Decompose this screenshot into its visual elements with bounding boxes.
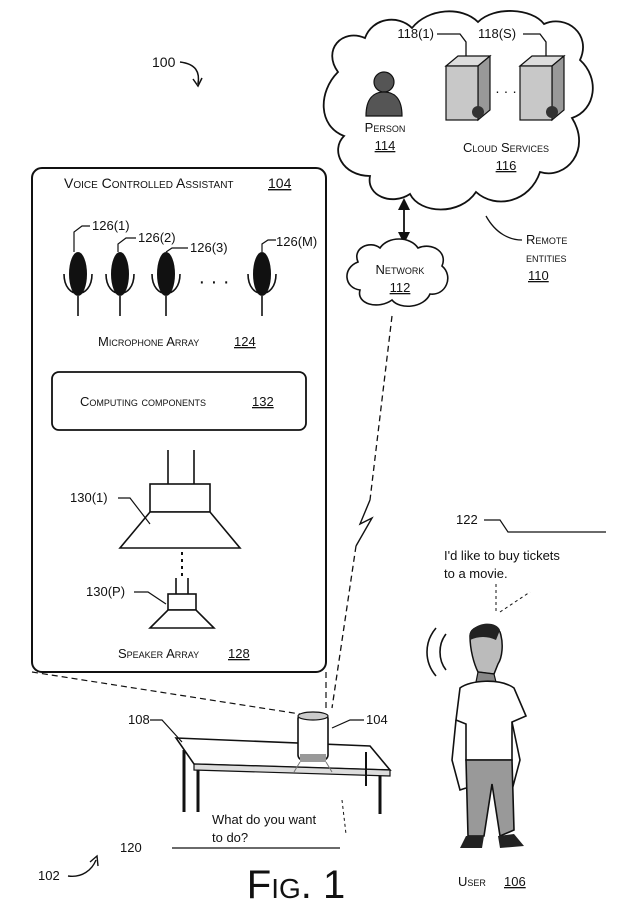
microphone-1-label: 126(1) xyxy=(92,218,130,233)
server-icon-s xyxy=(518,54,566,122)
speaker-icon-p xyxy=(148,578,216,629)
user-title: User xyxy=(458,874,486,889)
ref-102-arrow xyxy=(67,859,97,877)
user-figure-icon xyxy=(451,623,528,848)
server-s-label: 118(S) xyxy=(478,26,516,41)
microphone-dots: · · · xyxy=(198,271,229,293)
assistant-title: Voice Controlled Assistant xyxy=(64,175,234,191)
person-icon xyxy=(365,71,403,117)
zoom-line-left xyxy=(31,671,301,715)
cloud-services-title: Cloud Services xyxy=(463,140,549,155)
ref-100-label: 100 xyxy=(152,54,176,70)
speaker-array-title: Speaker Array xyxy=(118,646,199,661)
microphone-icon-m xyxy=(247,252,277,316)
remote-entities-leader xyxy=(485,215,523,241)
computing-components-number: 132 xyxy=(252,394,274,409)
device-label: 104 xyxy=(366,712,388,727)
device-speech-line-1: What do you want xyxy=(212,812,316,827)
server-1-label: 118(1) xyxy=(397,26,434,41)
microphone-3-label: 126(3) xyxy=(190,240,228,255)
user-speech-label: 122 xyxy=(456,512,478,527)
device-icon xyxy=(293,711,333,773)
computing-components-box xyxy=(51,371,307,431)
microphone-icon-1 xyxy=(63,252,93,316)
remote-entities-number: 110 xyxy=(528,268,549,283)
cloud-network-arrow xyxy=(398,198,410,244)
microphone-array-title: Microphone Array xyxy=(98,334,199,349)
network-device-link-bottom xyxy=(331,545,357,709)
table-icon xyxy=(174,737,392,814)
network-device-link-top xyxy=(369,315,393,501)
assistant-number: 104 xyxy=(268,175,292,191)
network-number: 112 xyxy=(390,280,411,295)
user-speech-dash xyxy=(495,584,531,613)
user-number: 106 xyxy=(504,874,526,889)
device-speech-dash xyxy=(341,799,347,835)
microphone-m-label: 126(M) xyxy=(276,234,317,249)
person-number: 114 xyxy=(375,138,396,153)
ref-100-arrow xyxy=(179,61,200,85)
microphone-2-label: 126(2) xyxy=(138,230,176,245)
speaker-p-label: 130(P) xyxy=(86,584,125,599)
server-dots: · · · xyxy=(495,83,517,99)
wireless-zigzag xyxy=(355,499,374,547)
table-label: 108 xyxy=(128,712,150,727)
remote-entities-title-2: entities xyxy=(526,250,567,265)
sound-waves-icon xyxy=(426,627,447,677)
person-title: Person xyxy=(365,120,406,135)
microphone-icon-3 xyxy=(151,252,181,316)
microphone-icon-2 xyxy=(105,252,135,316)
computing-components-title: Computing components xyxy=(80,394,206,409)
server-icon-1 xyxy=(444,54,492,122)
device-speech-line-2: to do? xyxy=(212,830,248,845)
network-title: Network xyxy=(376,262,425,277)
assistant-box xyxy=(31,167,327,673)
user-speech-line-2: to a movie. xyxy=(444,566,508,581)
speaker-icon-1 xyxy=(118,450,242,549)
speaker-array-number: 128 xyxy=(228,646,250,661)
microphone-array-number: 124 xyxy=(234,334,256,349)
cloud-services-number: 116 xyxy=(496,158,517,173)
speaker-1-label: 130(1) xyxy=(70,490,108,505)
remote-entities-title-1: Remote xyxy=(526,232,567,247)
user-speech-line-1: I'd like to buy tickets xyxy=(444,548,560,563)
ref-102-label: 102 xyxy=(38,868,60,883)
network-cloud xyxy=(346,238,449,307)
device-speech-label: 120 xyxy=(120,840,142,855)
figure-title: Fig. 1 xyxy=(247,863,345,907)
